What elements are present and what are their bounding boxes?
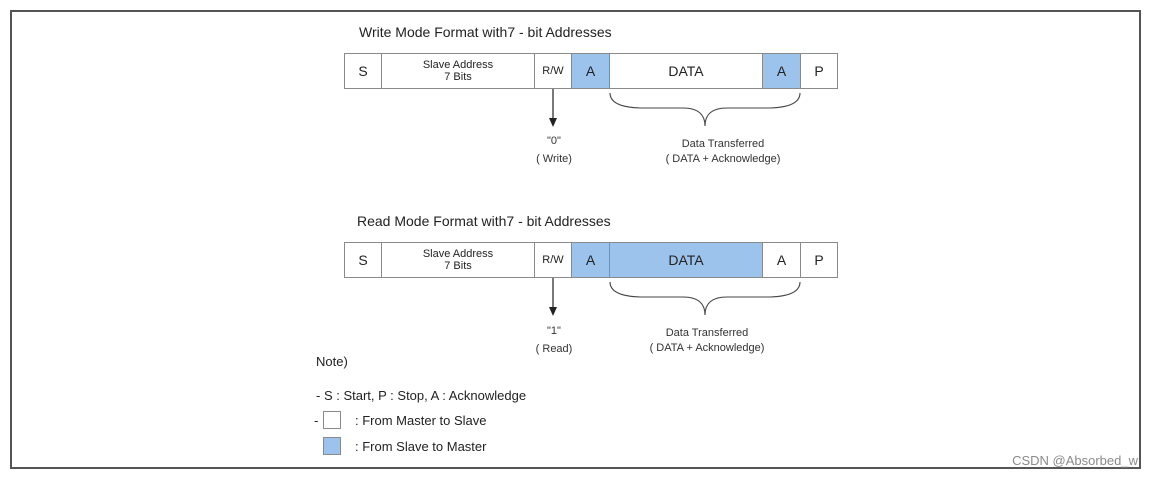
- read-stop-cell: P: [800, 242, 838, 278]
- write-transfer-detail: ( DATA + Acknowledge): [665, 153, 781, 165]
- write-ack-slave-cell: A: [571, 53, 610, 89]
- legend-dash: -: [314, 413, 319, 428]
- read-start-cell: S: [344, 242, 382, 278]
- read-slave-address-label: Slave Address: [422, 248, 494, 260]
- read-data-cell: DATA: [609, 242, 763, 278]
- write-rw-value: "0": [547, 135, 561, 147]
- read-rw-meaning: ( Read): [535, 343, 573, 355]
- read-slave-address-cell: Slave Address 7 Bits: [381, 242, 535, 278]
- write-slave-address-label: Slave Address: [422, 59, 494, 71]
- note-heading: Note): [316, 354, 348, 369]
- write-stop-cell: P: [800, 53, 838, 89]
- read-ack-slave-cell: A: [571, 242, 610, 278]
- read-mode-title: Read Mode Format with7 - bit Addresses: [357, 213, 611, 229]
- write-start-cell: S: [344, 53, 382, 89]
- write-frame-row: S Slave Address 7 Bits R/W A DATA A P: [344, 53, 838, 89]
- write-ack-after-data-cell: A: [762, 53, 801, 89]
- legend-slave-to-master: : From Slave to Master: [355, 439, 487, 454]
- read-ack-after-data-cell: A: [762, 242, 801, 278]
- read-frame-row: S Slave Address 7 Bits R/W A DATA A P: [344, 242, 838, 278]
- write-transfer-label: Data Transferred: [681, 138, 765, 150]
- read-rw-value: "1": [547, 325, 561, 337]
- write-mode-title: Write Mode Format with7 - bit Addresses: [359, 24, 612, 40]
- note-definitions: - S : Start, P : Stop, A : Acknowledge: [316, 388, 527, 403]
- write-slave-address-cell: Slave Address 7 Bits: [381, 53, 535, 89]
- read-slave-address-bits: 7 Bits: [444, 260, 472, 272]
- write-rw-cell: R/W: [534, 53, 572, 89]
- watermark: CSDN @Absorbed_w: [1012, 453, 1138, 468]
- read-transfer-label: Data Transferred: [665, 327, 749, 339]
- legend-white-swatch: [323, 411, 341, 429]
- write-rw-meaning: ( Write): [536, 153, 572, 165]
- read-rw-cell: R/W: [534, 242, 572, 278]
- legend-master-to-slave: : From Master to Slave: [355, 413, 487, 428]
- write-slave-address-bits: 7 Bits: [444, 71, 472, 83]
- legend-blue-swatch: [323, 437, 341, 455]
- write-data-cell: DATA: [609, 53, 763, 89]
- read-transfer-detail: ( DATA + Acknowledge): [649, 342, 765, 354]
